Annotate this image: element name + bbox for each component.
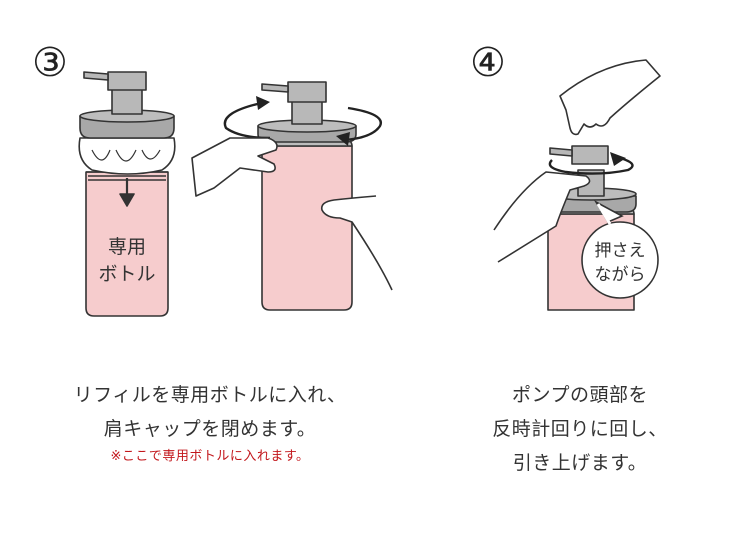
step-3-hands (191, 137, 393, 291)
step-4-caption-line-3: 引き上げます。 (512, 452, 648, 474)
step-3-note: ※ここで専用ボトルに入れます。 (110, 449, 310, 464)
step-4-arrow-head (610, 152, 626, 166)
step-3-bottle-refill (78, 71, 176, 317)
step-4-hands (493, 59, 661, 263)
step-3-arrow-head-right (336, 132, 350, 146)
step-3-caption: リフィルを専用ボトルに入れ、 肩キャップを閉めます。 ※ここで専用ボトルに入れま… (30, 378, 390, 468)
step-3-number: ③ (32, 40, 68, 86)
step-4-caption: ポンプの頭部を 反時計回りに回し、 引き上げます。 (400, 378, 750, 480)
step-4-caption-line-2: 反時計回りに回し、 (492, 418, 668, 440)
step-4-caption-line-1: ポンプの頭部を (512, 384, 648, 406)
step-3-caption-line-1: リフィルを専用ボトルに入れ、 (73, 384, 347, 406)
step-4-rotation-arrow (548, 156, 634, 175)
step-3-bottle-label-1: 専用 (108, 236, 146, 258)
step-4-callout-line-1: 押さえ (595, 241, 646, 261)
step-4-number: ④ (470, 40, 506, 86)
step-4-callout-line-2: ながら (595, 265, 646, 285)
step-3-rotation-arrows (223, 100, 382, 142)
step-4-callout (581, 199, 659, 299)
step-3-bottle-label-2: ボトル (98, 263, 155, 285)
step-3-arrow-head-left (256, 96, 270, 110)
step-3-bottle-screwing (257, 81, 357, 311)
step-3-caption-line-2: 肩キャップを閉めます。 (103, 418, 317, 440)
